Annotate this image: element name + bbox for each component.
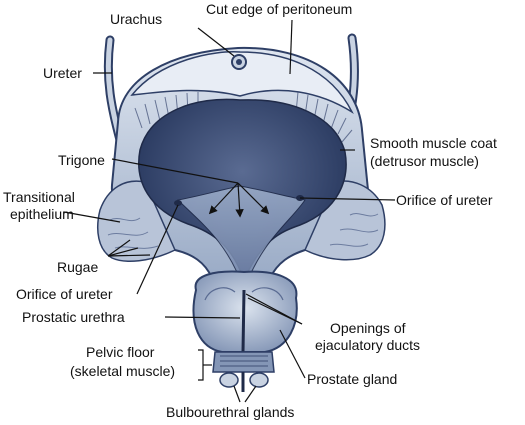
label-epithelium: epithelium [10,206,74,222]
label-ureter: Ureter [43,65,82,81]
label-skeletal-muscle: (skeletal muscle) [70,363,175,379]
peritoneum-flap [130,51,354,115]
label-detrusor: (detrusor muscle) [370,153,479,169]
label-transitional: Transitional [3,189,75,205]
label-openings: Openings of [330,320,406,336]
label-bulbourethral: Bulbourethral glands [166,404,294,420]
label-smooth-muscle: Smooth muscle coat [370,135,497,151]
right-side-flap [304,180,386,261]
left-side-flap [97,180,176,263]
label-cut-edge: Cut edge of peritoneum [206,1,352,17]
prostatic-urethra [241,289,246,353]
label-ejaculatory: ejaculatory ducts [315,337,420,353]
left-ureter-orifice [174,200,182,206]
pelvic-floor [212,351,275,373]
label-rugae: Rugae [57,259,98,275]
left-bulbourethral-gland [219,372,239,388]
label-prostatic-urethra: Prostatic urethra [22,309,125,325]
right-bulbourethral-gland [249,372,269,388]
label-orifice-left: Orifice of ureter [16,286,113,302]
label-prostate: Prostate gland [307,371,397,387]
label-orifice-right: Orifice of ureter [396,192,493,208]
label-trigone: Trigone [58,152,105,168]
label-pelvic-floor: Pelvic floor [86,344,155,360]
leader-lines [63,19,396,403]
label-urachus: Urachus [110,11,162,27]
